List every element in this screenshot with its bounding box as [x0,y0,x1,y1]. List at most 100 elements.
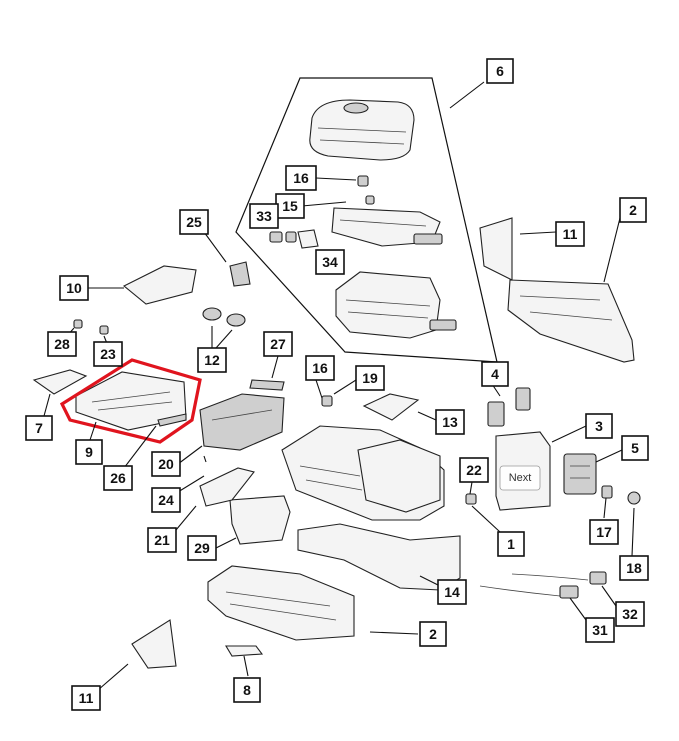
callout-22: 22 [459,457,489,483]
svg-text:19: 19 [362,370,378,386]
svg-text:14: 14 [444,584,460,600]
callout-17: 17 [589,519,619,545]
svg-text:5: 5 [631,440,639,456]
svg-text:11: 11 [79,690,94,706]
svg-text:2: 2 [629,202,637,218]
callout-29: 29 [187,535,217,561]
svg-text:6: 6 [496,63,504,79]
svg-text:13: 13 [442,414,458,430]
side-panel-upper-part [479,217,635,363]
callout-9: 9 [75,439,103,465]
pad-part-8 [225,645,264,657]
svg-text:11: 11 [563,226,578,242]
bracket-part-14 [297,523,461,591]
callout-25: 25 [179,209,209,235]
callout-13: 13 [435,409,465,435]
callout-2-upper: 2 [619,197,647,223]
svg-text:1: 1 [507,536,515,552]
callout-23: 23 [93,341,123,367]
svg-text:17: 17 [596,524,612,540]
svg-text:10: 10 [66,280,82,296]
shifter-bezel-part [199,393,285,451]
mat-part-13 [362,393,420,421]
callout-19: 19 [355,365,385,391]
next-overlay-label: Next [509,472,532,484]
bezel-part-4 [487,387,531,427]
svg-text:7: 7 [35,420,43,436]
svg-text:28: 28 [54,336,70,352]
callout-14: 14 [437,579,467,605]
svg-text:20: 20 [158,456,174,472]
callout-15: 15 [275,193,305,219]
svg-text:12: 12 [204,352,220,368]
trim-part-21 [199,467,255,507]
wiring-harness-part [479,571,607,599]
callout-6: 6 [486,58,514,84]
callout-27: 27 [263,331,293,357]
svg-text:22: 22 [466,462,482,478]
svg-text:26: 26 [110,470,126,486]
svg-text:15: 15 [282,198,298,214]
screw-part-22 [465,493,477,505]
lower-panel-part-2 [207,565,355,641]
callout-16-lower: 16 [305,355,335,381]
callout-21: 21 [147,527,177,553]
svg-text:16: 16 [293,170,309,186]
svg-text:24: 24 [158,492,174,508]
console-base-part-1 [281,425,445,521]
callout-20: 20 [151,451,181,477]
bin-part-29 [229,495,291,545]
callout-7: 7 [25,415,53,441]
callout-10: 10 [59,275,89,301]
svg-text:9: 9 [85,444,93,460]
clip-part-19 [321,395,333,407]
callout-18: 18 [619,555,649,581]
lid-assembly-group-outline [235,77,498,363]
storage-bin-part [335,271,457,339]
pad-part-7 [32,369,88,395]
callout-2-lower: 2 [419,621,447,647]
callout-28: 28 [47,331,77,357]
callout-3: 3 [585,413,613,439]
armrest-lid-part [309,99,415,161]
svg-text:32: 32 [622,606,638,622]
callout-1: 1 [497,531,525,557]
callout-8: 8 [233,677,261,703]
latch-clips-part [269,229,443,249]
svg-text:25: 25 [186,214,202,230]
cupholder-inserts-12 [202,307,246,327]
svg-text:34: 34 [322,254,338,270]
svg-text:27: 27 [270,336,286,352]
svg-text:23: 23 [100,346,116,362]
armrest-pad-part-9 [75,371,187,431]
svg-text:2: 2 [429,626,437,642]
fastener-parts [357,175,375,205]
svg-text:29: 29 [194,540,210,556]
callout-33: 33 [249,203,279,229]
callout-34: 34 [315,249,345,275]
trim-strip-27 [249,379,285,391]
svg-text:4: 4 [491,366,499,382]
small-parts-17-18 [601,485,641,505]
callout-31: 31 [585,617,615,643]
side-trim-part-11-lower [131,619,177,669]
selected-part-highlight [59,358,202,444]
knob-part-25 [229,261,251,287]
svg-text:8: 8 [243,682,251,698]
switch-bezel-part-5 [563,453,597,495]
svg-text:18: 18 [626,560,642,576]
cover-part-10 [122,265,197,305]
svg-text:31: 31 [592,622,608,638]
callout-4: 4 [481,361,509,387]
next-overlay-button[interactable]: Next [499,465,541,491]
callout-24: 24 [151,487,181,513]
callout-32: 32 [615,601,645,627]
callout-11-upper: 11 [555,221,585,247]
callout-5: 5 [621,435,649,461]
callout-26: 26 [103,465,133,491]
callout-16-upper: 16 [285,165,317,191]
callout-12: 12 [197,347,227,373]
svg-text:21: 21 [154,532,170,548]
svg-text:33: 33 [256,208,272,224]
